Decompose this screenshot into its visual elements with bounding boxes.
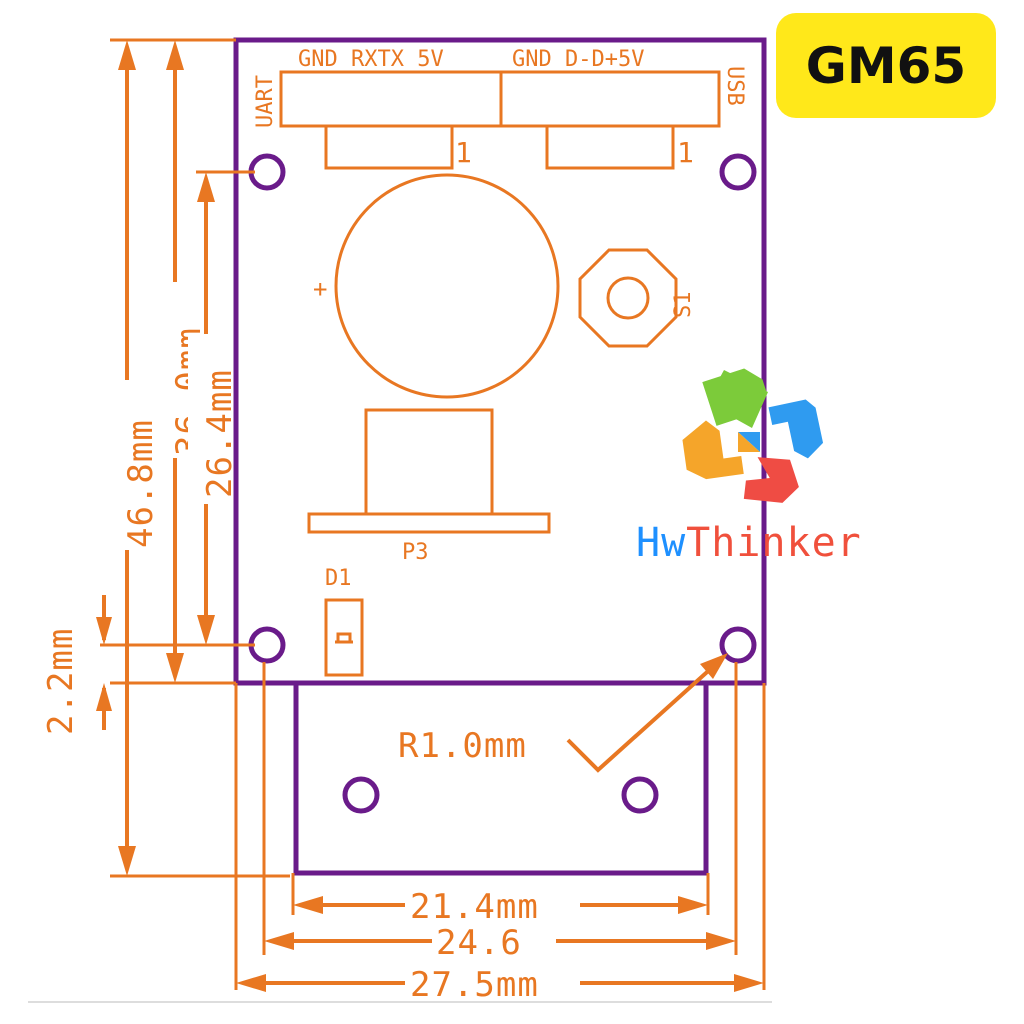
uart-connector	[279, 70, 503, 128]
d1-outline	[324, 598, 364, 677]
dim-46-8-arrow-bottom	[118, 846, 136, 876]
dim-26-4-arrow-top	[197, 172, 215, 202]
usb-pins-label: GND D-D+5V	[512, 47, 644, 72]
dim-window-width-label: 21.4mm	[410, 887, 539, 927]
radius-label: R1.0mm	[398, 726, 527, 766]
board-outline	[233, 37, 767, 686]
uart-pin1-marker: 1	[455, 136, 472, 169]
radius-leader	[566, 662, 718, 773]
usb-latch	[545, 124, 675, 170]
uart-pins-label: GND RXTX 5V	[298, 47, 444, 72]
switch-body	[578, 248, 678, 348]
brand-wordmark: HwThinker	[636, 520, 862, 566]
dim-hole-offset-label: 2.2mm	[41, 628, 81, 735]
p3-connector-base	[307, 512, 551, 534]
window-hole-right	[621, 776, 659, 814]
dim-46-8-label-bg	[108, 380, 146, 550]
usb-connector	[499, 70, 721, 128]
hwthinker-logo-icon	[682, 368, 824, 503]
dim-2-2-arrow-top	[96, 617, 112, 645]
dim-46-8-arrow-top	[118, 40, 136, 70]
uart-latch	[324, 124, 454, 170]
mounting-hole-top-left	[248, 153, 286, 191]
brand-name-part1: Hw	[636, 520, 687, 566]
dim-27-5-arrow-left	[236, 974, 266, 992]
dim-21-4-arrow-right	[678, 896, 708, 914]
dim-2-2-arrow-bottom	[96, 683, 112, 711]
d1-label: D1	[325, 566, 352, 591]
dim-26-4-label-bg	[188, 334, 228, 504]
uart-side-label: UART	[253, 75, 278, 128]
dim-hole-vertical-label: 26.4mm	[200, 369, 240, 498]
p3-connector-body	[364, 408, 494, 516]
mounting-hole-top-right	[719, 153, 757, 191]
radius-arrow	[700, 653, 728, 679]
dim-24-6-arrow-right	[706, 932, 736, 950]
dim-board-width-label: 27.5mm	[410, 965, 539, 1005]
dim-26-4-arrow-bottom	[197, 615, 215, 645]
dim-36-label-bg	[156, 282, 194, 458]
switch-button	[606, 276, 650, 320]
mounting-hole-bottom-left	[248, 626, 286, 664]
product-badge: GM65	[776, 13, 996, 118]
dim-36-arrow-top	[166, 40, 184, 70]
mounting-hole-bottom-right	[719, 626, 757, 664]
brand-name-part2: Thinker	[686, 520, 862, 566]
product-badge-label: GM65	[805, 36, 967, 95]
usb-side-label: USB	[722, 66, 747, 106]
usb-pin1-marker: 1	[677, 136, 694, 169]
buzzer-outline	[334, 173, 560, 399]
switch-label: S1	[671, 292, 696, 319]
dim-hole-horizontal-label: 24.6	[436, 923, 522, 963]
dim-24-6-arrow-left	[264, 932, 294, 950]
buzzer-polarity: +	[313, 275, 327, 303]
scan-window-outline	[293, 683, 709, 876]
dim-27-5-arrow-right	[734, 974, 764, 992]
dim-21-4-arrow-left	[293, 896, 323, 914]
dim-36-arrow-bottom	[166, 653, 184, 683]
p3-label: P3	[402, 540, 429, 565]
window-hole-left	[342, 776, 380, 814]
dim-total-height-label: 46.8mm	[121, 419, 161, 548]
d1-symbol	[335, 632, 353, 644]
